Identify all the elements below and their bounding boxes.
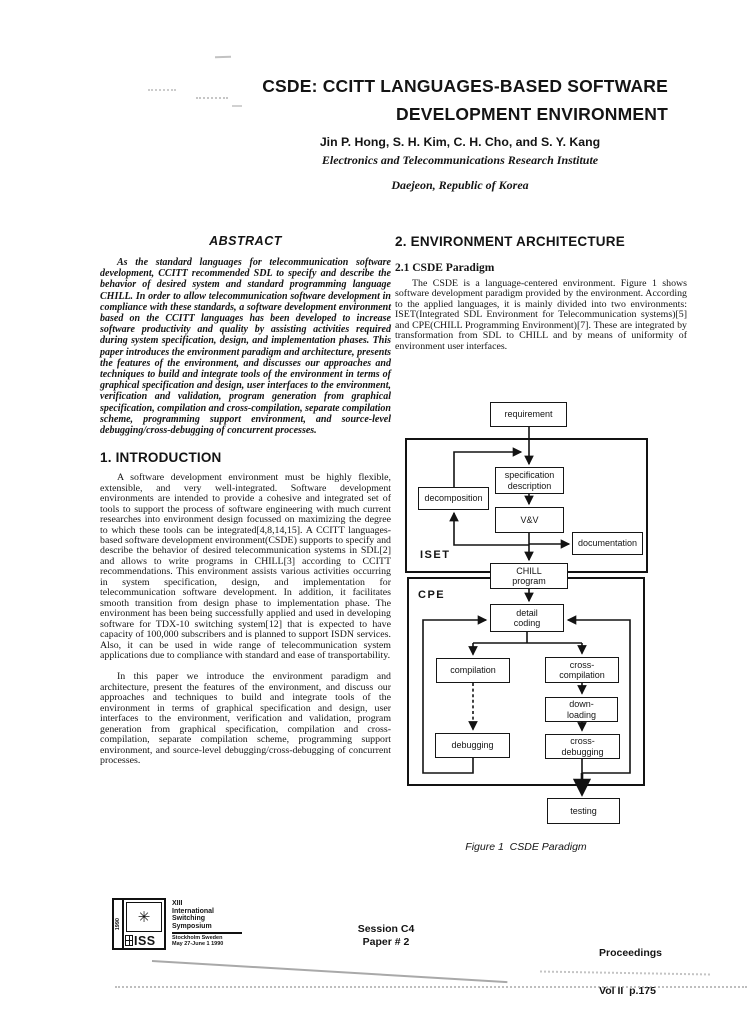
node-specification-description: specification description [495, 467, 564, 494]
scan-artifact [151, 960, 508, 983]
session-info: Session C4 Paper # 2 [330, 923, 442, 949]
affiliation: Electronics and Telecommunications Resea… [321, 153, 599, 167]
proceedings-info: Proceedings Vol II p.175 [599, 922, 709, 1010]
grid-icon [125, 935, 133, 946]
node-detail-coding: detail coding [490, 604, 564, 632]
figure-1-csde-paradigm: requirement specification description de… [400, 398, 652, 863]
introduction-paragraph-1: A software development environment must … [100, 472, 391, 661]
node-cross-debugging: cross- debugging [545, 734, 620, 759]
scan-artifact [196, 97, 228, 99]
symposium-name: XIII International Switching Symposium [172, 900, 215, 930]
introduction-paragraph-2: In this paper we introduce the environme… [100, 671, 391, 767]
node-documentation: documentation [572, 532, 643, 555]
abstract-text: As the standard languages for telecommun… [100, 257, 391, 437]
scan-artifact [148, 89, 176, 91]
cpe-region-label: CPE [418, 589, 446, 601]
node-requirement: requirement [490, 402, 567, 427]
node-decomposition: decomposition [418, 487, 489, 510]
symposium-venue: Stockholm Sweden May 27-June 1 1990 [172, 932, 242, 947]
node-testing: testing [547, 798, 620, 824]
iss-logo-year-strip: 1990 [114, 900, 124, 948]
iss-logo: 1990 ✳ ISS [112, 898, 166, 950]
iss-logo-main: ✳ ISS [124, 900, 164, 948]
paper-title-line1: CSDE: CCITT LANGUAGES-BASED SOFTWARE [262, 76, 668, 96]
starburst-icon: ✳ [126, 902, 162, 932]
session-number: Session C4 [357, 923, 415, 935]
node-compilation: compilation [436, 658, 510, 683]
figure-caption: Figure 1 CSDE Paradigm [465, 841, 587, 853]
iss-logo-text: ISS [134, 933, 156, 948]
paper-title-line2: DEVELOPMENT ENVIRONMENT [396, 103, 668, 124]
csde-paradigm-subheading: 2.1 CSDE Paradigm [395, 262, 495, 274]
authors: Jin P. Hong, S. H. Kim, C. H. Cho, and S… [319, 135, 601, 149]
left-column: ABSTRACT As the standard languages for t… [100, 234, 391, 766]
node-chill-program: CHILL program [490, 563, 568, 589]
location: Daejeon, Republic of Korea [391, 178, 529, 192]
iset-region-label: ISET [420, 549, 451, 561]
proceedings-label: Proceedings [599, 947, 663, 959]
introduction-heading: 1. INTRODUCTION [100, 450, 222, 466]
node-downloading: down- loading [545, 697, 618, 722]
scan-artifact [214, 55, 232, 59]
paper-title: CSDE: CCITT LANGUAGES-BASED SOFTWARE DEV… [230, 73, 668, 128]
volume-page: Vol II p.175 [599, 984, 656, 997]
node-debugging: debugging [435, 733, 510, 758]
architecture-heading: 2. ENVIRONMENT ARCHITECTURE [395, 234, 625, 249]
node-cross-compilation: cross- compilation [545, 657, 619, 683]
iss-logo-year: 1990 [115, 917, 121, 931]
abstract-heading: ABSTRACT [209, 234, 282, 248]
node-verification-validation: V&V [495, 507, 564, 533]
symposium-text-block: XIII International Switching Symposium S… [172, 900, 242, 947]
iss-logo-bottom: ISS [124, 933, 164, 948]
right-column: 2. ENVIRONMENT ARCHITECTURE 2.1 CSDE Par… [395, 234, 687, 352]
paper-number: Paper # 2 [362, 936, 410, 948]
architecture-paragraph-1: The CSDE is a language-centered environm… [395, 278, 687, 352]
